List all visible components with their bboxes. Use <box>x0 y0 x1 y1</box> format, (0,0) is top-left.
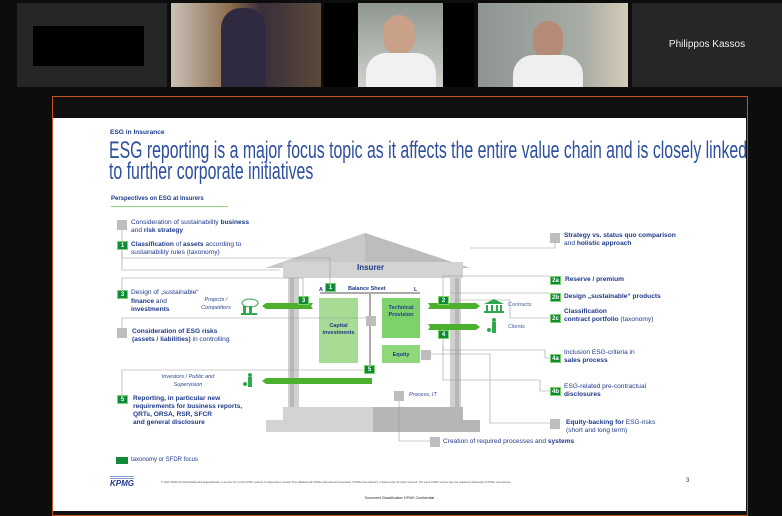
right-item-square <box>550 233 560 243</box>
capital-investments-label: Capital investments <box>322 323 355 336</box>
video-tile-3[interactable] <box>324 3 474 87</box>
client-icon <box>487 318 496 333</box>
kpmg-logo: KPMG <box>110 476 134 488</box>
balance-sheet-label: Balance Sheet <box>348 286 386 292</box>
left-item-square <box>117 328 127 338</box>
badge-2b: 2b <box>550 293 561 302</box>
badge-4b: 4b <box>550 387 561 396</box>
participant-video <box>533 21 563 59</box>
copyright: © 2021 KPMG AG Wirtschaftsprüfungsgesell… <box>161 481 512 484</box>
video-tile-5[interactable]: Philippos Kassos <box>632 3 782 87</box>
badge-5-left: 5 <box>117 395 128 404</box>
page-number: 3 <box>686 478 690 484</box>
left-item-square <box>117 220 127 230</box>
equity-label: Equity <box>392 352 410 358</box>
subtitle: Perspectives on ESG at Insurers <box>111 195 228 207</box>
right-item-design: Design „sustainable“ products <box>564 293 661 300</box>
clients-label: Clients <box>508 324 525 330</box>
video-off-block <box>33 26 144 66</box>
equity-box <box>382 345 420 363</box>
participant-video <box>358 3 443 87</box>
projects-label: Projects / Competitors <box>201 297 231 311</box>
right-item-equity-backing: Equity-backing for ESG-risks(short and l… <box>566 419 656 434</box>
entablature <box>283 262 463 278</box>
title-line-2: to further corporate initiatives <box>109 158 314 185</box>
bank-icon <box>484 299 504 313</box>
document-classification: Document Classification: KPMG Confidenti… <box>364 496 435 500</box>
badge-1: 1 <box>325 283 336 292</box>
insurer-label: Insurer <box>357 263 385 272</box>
participant-video <box>221 8 266 87</box>
connector-square <box>366 316 376 326</box>
person-icon <box>243 373 252 387</box>
technical-provision-label: Technical Provision <box>388 305 414 318</box>
capital-box <box>319 298 358 363</box>
badge-4: 4 <box>438 330 449 339</box>
arrow-2 <box>428 303 480 309</box>
badge-2c: 2c <box>550 314 561 323</box>
investors-label: Investors / Public and Supervision <box>161 374 215 388</box>
left-item-strategy: Consideration of sustainability business… <box>131 219 250 234</box>
bottom-item-processes: Creation of required processes and syste… <box>443 438 575 445</box>
right-item-square <box>550 419 560 429</box>
video-tile-4[interactable] <box>478 3 628 87</box>
arrow-5 <box>262 378 372 384</box>
slide-title: ESG reporting is a major focus topic as … <box>109 137 748 185</box>
arrow-4 <box>428 324 480 330</box>
badge-4a: 4a <box>550 354 561 363</box>
title-line-1: ESG reporting is a major focus topic as … <box>109 137 748 164</box>
assets-label: A <box>319 287 323 293</box>
process-it-label: Process, IT <box>409 392 437 398</box>
factory-icon <box>241 298 259 315</box>
participant-name: Philippos Kassos <box>668 39 746 50</box>
section-label: ESG in Insurance <box>110 129 165 136</box>
base <box>266 420 373 432</box>
bottom-square <box>430 437 440 447</box>
legend-label: taxonomy or SFDR focus <box>131 457 199 463</box>
badge-1-left: 1 <box>117 241 128 250</box>
video-tile-2[interactable] <box>171 3 321 87</box>
base-step <box>283 407 373 420</box>
badge-2a: 2a <box>550 276 561 285</box>
badge-3: 3 <box>298 296 309 305</box>
equity-connector-square <box>421 350 431 360</box>
liabilities-label: L <box>414 287 418 293</box>
technical-box <box>382 298 420 338</box>
right-item-reserve: Reserve / premium <box>565 276 625 283</box>
badge-5: 5 <box>364 365 375 374</box>
contracts-label: Contracts <box>508 302 532 308</box>
badge-2: 2 <box>438 296 449 305</box>
video-tile-1[interactable] <box>17 3 167 87</box>
legend-swatch <box>116 457 128 464</box>
building-diagram <box>121 230 556 442</box>
left-item-risks: Consideration of ESG risks(assets / liab… <box>132 328 230 343</box>
shared-slide: ESG in Insurance ESG reporting is a majo… <box>53 118 748 511</box>
badge-3-left: 3 <box>117 290 128 299</box>
process-square <box>394 391 404 401</box>
